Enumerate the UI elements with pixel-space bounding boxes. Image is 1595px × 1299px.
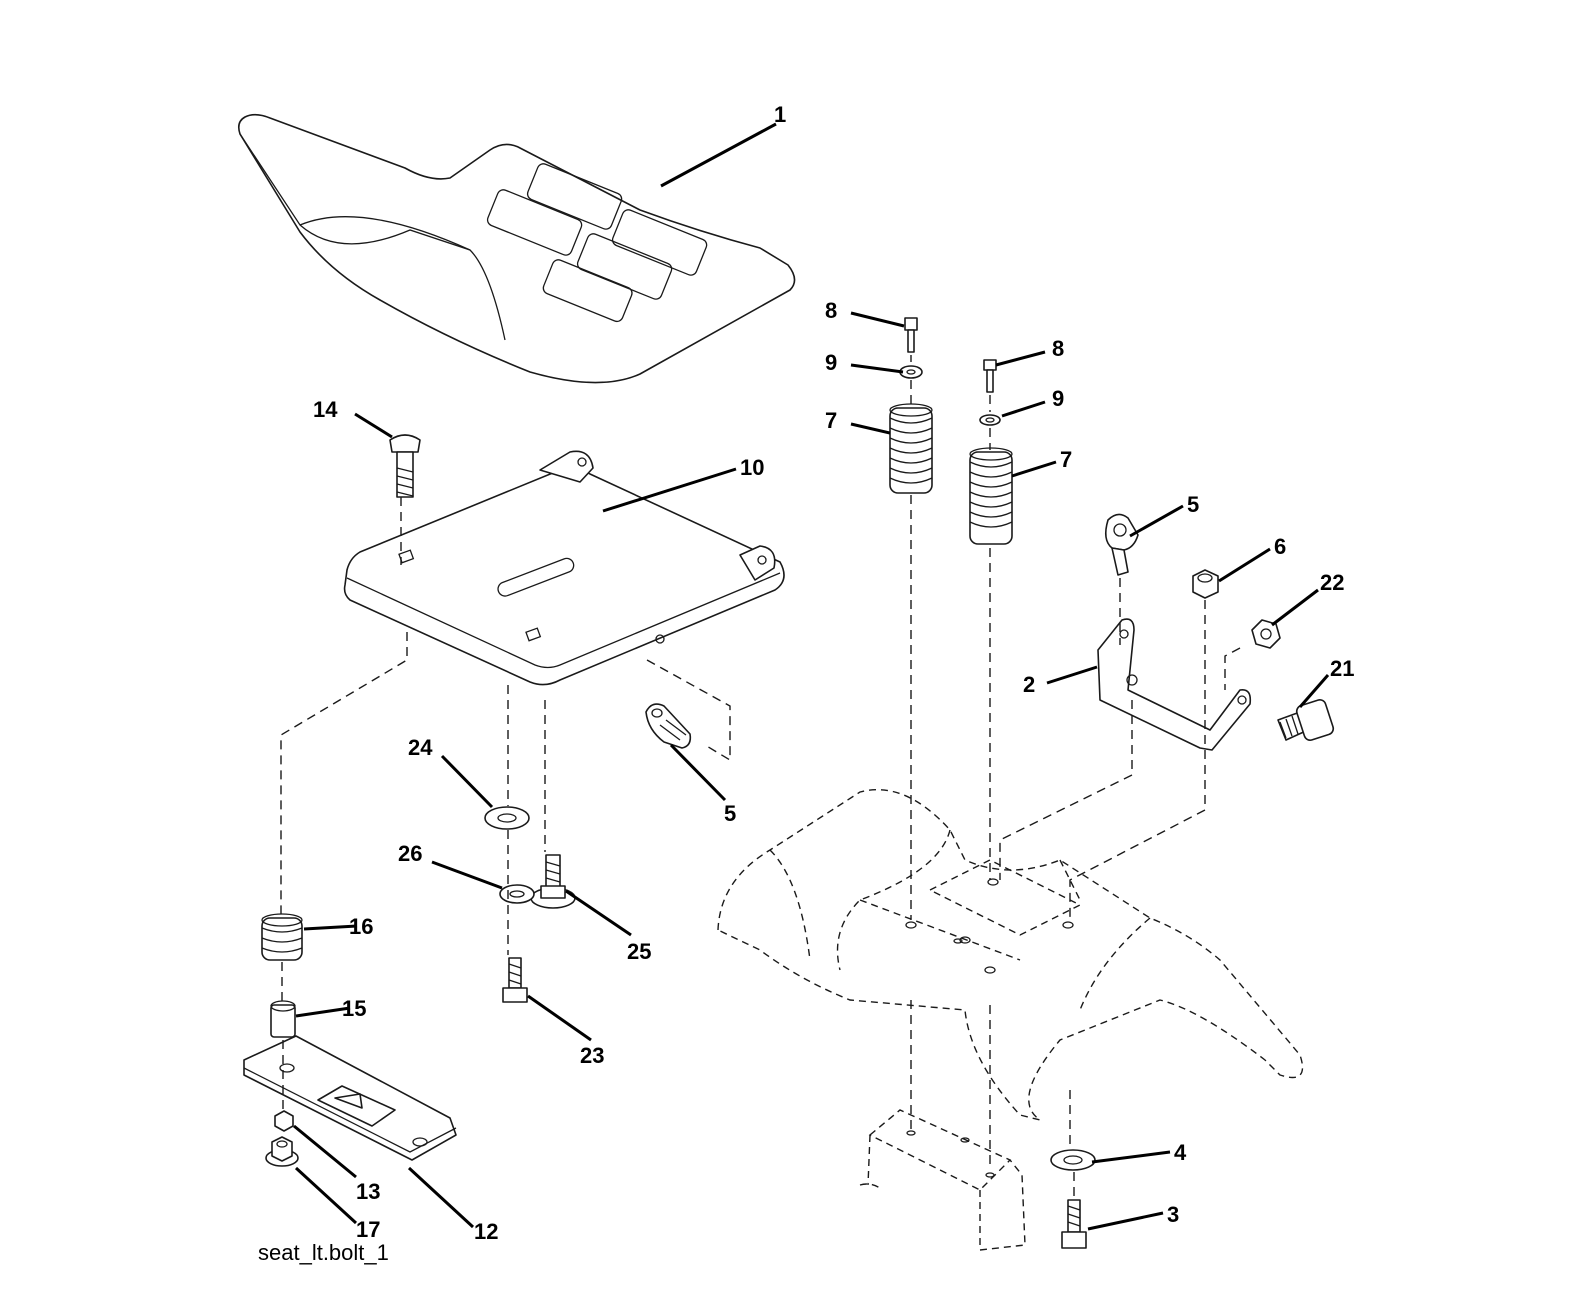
callout-24: 24 bbox=[408, 735, 433, 760]
spring-part-7-right[interactable] bbox=[969, 447, 1013, 545]
leader-lines bbox=[293, 122, 1330, 1231]
seat-pan-part-10[interactable] bbox=[343, 450, 785, 686]
washer-part-9-left[interactable] bbox=[899, 365, 923, 379]
callout-16: 16 bbox=[349, 914, 373, 939]
seat-part-1[interactable] bbox=[238, 113, 796, 384]
callout-7-right: 7 bbox=[1060, 447, 1072, 472]
callout-14: 14 bbox=[313, 397, 338, 422]
callout-10: 10 bbox=[740, 455, 764, 480]
callout-2: 2 bbox=[1023, 672, 1035, 697]
bracket-part-2[interactable] bbox=[1097, 618, 1252, 751]
callout-17: 17 bbox=[356, 1217, 380, 1242]
callout-labels: 1 14 10 8 9 7 8 9 7 5 6 22 21 2 5 24 26 … bbox=[313, 102, 1354, 1244]
hex-bolt-part-8-left[interactable] bbox=[904, 317, 918, 353]
callout-26: 26 bbox=[398, 841, 422, 866]
callout-6: 6 bbox=[1274, 534, 1286, 559]
flange-bolt-part-25[interactable] bbox=[530, 854, 576, 909]
lock-washer-part-26[interactable] bbox=[499, 884, 535, 904]
callout-21: 21 bbox=[1330, 656, 1354, 681]
callout-7-left: 7 bbox=[825, 408, 837, 433]
fender-reference-outline bbox=[717, 788, 1304, 1121]
callout-4: 4 bbox=[1174, 1140, 1187, 1165]
callout-1: 1 bbox=[774, 102, 786, 127]
callout-23: 23 bbox=[580, 1043, 604, 1068]
flange-nut-part-17[interactable] bbox=[265, 1136, 299, 1167]
callout-5-upper: 5 bbox=[1187, 492, 1199, 517]
switch-clip-part-5-lower[interactable] bbox=[645, 703, 692, 749]
alignment-lines bbox=[280, 355, 1241, 1198]
callout-3: 3 bbox=[1167, 1202, 1179, 1227]
spring-part-7-left[interactable] bbox=[889, 403, 933, 494]
spring-part-16[interactable] bbox=[261, 913, 303, 961]
frame-bracket-reference-outline bbox=[859, 1109, 1026, 1251]
callout-9-right: 9 bbox=[1052, 386, 1064, 411]
nut-part-22[interactable] bbox=[1251, 619, 1281, 649]
callout-9-left: 9 bbox=[825, 350, 837, 375]
carriage-bolt-part-14[interactable] bbox=[389, 434, 421, 498]
shoulder-bolt-part-21[interactable] bbox=[1277, 698, 1335, 742]
callout-25: 25 bbox=[627, 939, 651, 964]
bolt-part-3[interactable] bbox=[1061, 1199, 1087, 1249]
callout-5-lower: 5 bbox=[724, 801, 736, 826]
callout-13: 13 bbox=[356, 1179, 380, 1204]
diagram-caption: seat_lt.bolt_1 bbox=[258, 1240, 389, 1265]
washer-part-9-right[interactable] bbox=[979, 414, 1001, 426]
washer-part-24[interactable] bbox=[484, 806, 530, 830]
lock-nut-part-6[interactable] bbox=[1192, 569, 1219, 599]
switch-clip-part-5-upper[interactable] bbox=[1104, 513, 1139, 576]
callout-8-right: 8 bbox=[1052, 336, 1064, 361]
nut-part-13[interactable] bbox=[274, 1110, 294, 1132]
hex-bolt-part-8-right[interactable] bbox=[983, 359, 997, 393]
callout-12: 12 bbox=[474, 1219, 498, 1244]
spacer-part-15[interactable] bbox=[270, 1000, 296, 1038]
callout-22: 22 bbox=[1320, 570, 1344, 595]
bolt-part-23[interactable] bbox=[502, 957, 528, 1003]
callout-15: 15 bbox=[342, 996, 366, 1021]
callout-8-left: 8 bbox=[825, 298, 837, 323]
mounting-plate-part-12[interactable] bbox=[243, 1035, 457, 1161]
washer-part-4[interactable] bbox=[1050, 1149, 1096, 1171]
